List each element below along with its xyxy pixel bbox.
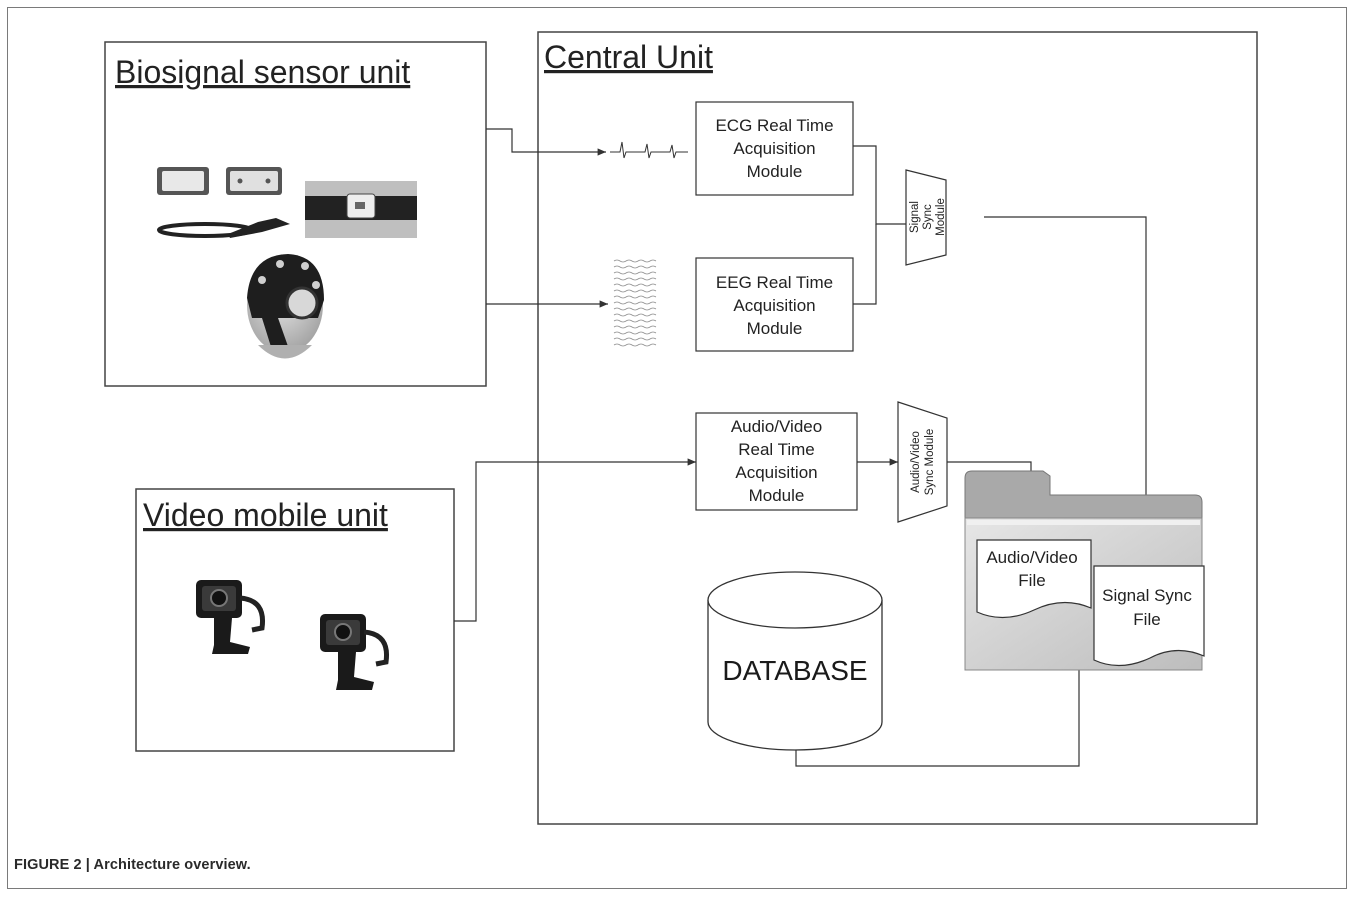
av-file-line2: File	[1018, 571, 1045, 590]
av-module-line1: Audio/Video	[731, 417, 822, 436]
eeg-module-line2: Acquisition	[733, 296, 815, 315]
ecg-acquisition-module: ECG Real Time Acquisition Module	[695, 101, 854, 196]
signal-sync-file-document: Signal Sync File	[1093, 565, 1205, 667]
ecg-waveform-icon	[610, 141, 688, 159]
signal-sync-line3: Module	[935, 198, 947, 236]
folder-to-database-line	[795, 670, 1080, 767]
eeg-waveform-icon	[613, 259, 657, 347]
av-acquisition-module: Audio/Video Real Time Acquisition Module	[695, 412, 858, 511]
eeg-module-line1: EEG Real Time	[716, 273, 833, 292]
video-unit-title: Video mobile unit	[143, 497, 388, 533]
eeg-acquisition-module: EEG Real Time Acquisition Module	[695, 257, 854, 352]
figure-caption: FIGURE 2 | Architecture overview.	[14, 857, 251, 873]
database-label: DATABASE	[722, 655, 867, 686]
biosignal-unit-title: Biosignal sensor unit	[115, 54, 410, 90]
ecg-module-line2: Acquisition	[733, 139, 815, 158]
biosignal-to-ecg-arrow	[486, 128, 606, 156]
central-unit: Central Unit	[537, 31, 1258, 825]
eeg-module-line3: Module	[747, 319, 803, 338]
av-sync-module: Audio/Video Sync Module	[897, 401, 948, 523]
webcam-image	[320, 614, 390, 690]
ecg-to-sync-line	[853, 145, 906, 225]
eeg-to-sync-line	[853, 224, 877, 305]
sync-file-line1: Signal Sync	[1102, 586, 1192, 605]
av-module-line2: Real Time	[738, 440, 815, 459]
webcam-image	[196, 580, 266, 654]
ecg-module-line3: Module	[747, 162, 803, 181]
database-cylinder: DATABASE	[707, 571, 883, 751]
ecg-module-line1: ECG Real Time	[715, 116, 833, 135]
figure-frame	[7, 7, 1347, 889]
sync-to-file-line	[984, 216, 1147, 574]
video-to-av-arrow	[454, 458, 696, 622]
signal-sync-module: Signal Sync Module	[905, 169, 947, 266]
av-sync-line2: Sync Module	[924, 429, 936, 495]
av-module-line4: Module	[749, 486, 805, 505]
av-file-line1: Audio/Video	[986, 548, 1077, 567]
central-unit-title: Central Unit	[544, 39, 713, 75]
signal-sync-line1: Signal	[909, 201, 921, 233]
ecg-sensor-devices-image	[157, 167, 290, 238]
av-file-document: Audio/Video File	[976, 539, 1092, 619]
sync-file-line2: File	[1133, 610, 1160, 629]
eeg-cap-head-image	[247, 254, 324, 359]
av-sync-line1: Audio/Video	[910, 431, 922, 493]
video-mobile-unit: Video mobile unit	[135, 488, 455, 752]
connectors	[454, 128, 1147, 767]
ecg-chest-strap-image	[305, 181, 417, 238]
biosignal-sensor-unit: Biosignal sensor unit	[104, 41, 487, 387]
av-module-line3: Acquisition	[735, 463, 817, 482]
signal-sync-line2: Sync	[922, 204, 934, 230]
